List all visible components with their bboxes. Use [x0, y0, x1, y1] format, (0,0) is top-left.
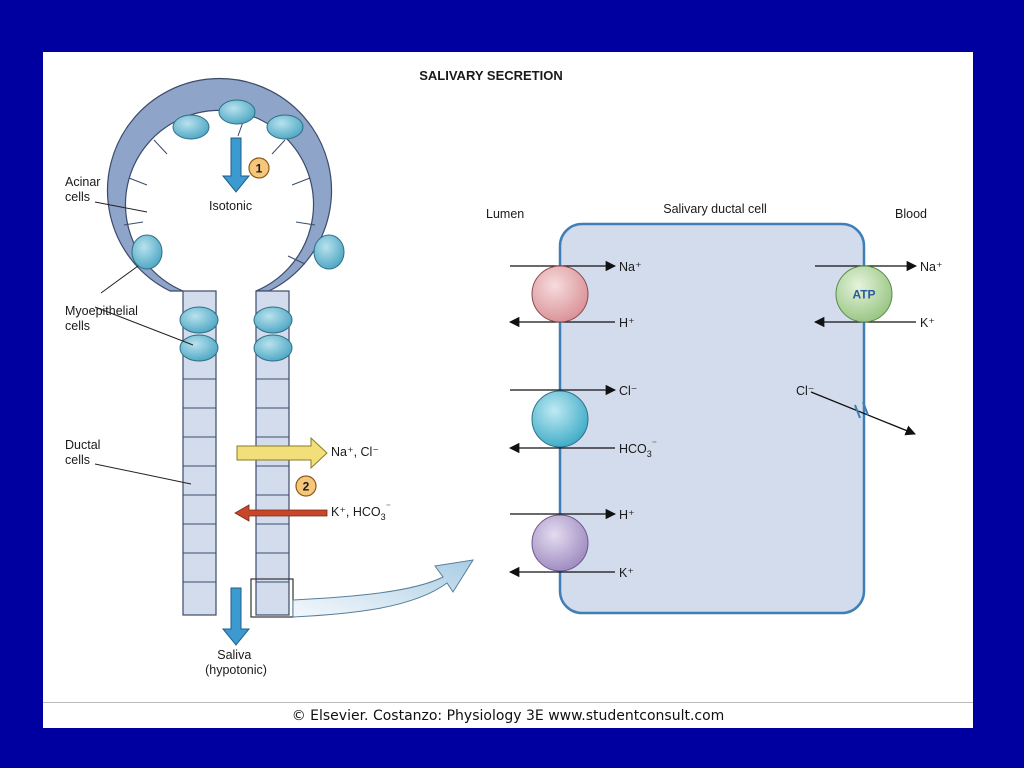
ductal-cell-label: Salivary ductal cell [663, 202, 767, 216]
copyright-credit: © Elsevier. Costanzo: Physiology 3E www.… [43, 702, 973, 729]
acinar-cells-label-line2: cells [65, 190, 90, 204]
slide-panel: SALIVARY SECRETION [43, 52, 973, 728]
k-hco3-label: K⁺, HCO3⁻ [331, 502, 391, 522]
ductal-cell-body [558, 222, 866, 615]
myoepithelial-cells-duct [179, 306, 293, 362]
acinar-cell-ring [106, 78, 333, 292]
k-hco3-secretion-arrow [234, 504, 328, 522]
myoepithelial-cells-acinar [131, 99, 345, 270]
h-in-label: H⁺ [619, 316, 635, 330]
k-blood-label: K⁺ [920, 316, 935, 330]
na-h-exchanger [531, 265, 589, 323]
cl-blood-label: Cl⁻ [796, 384, 814, 398]
transporter-cl-hco3: Cl⁻ HCO3⁻ [508, 384, 657, 459]
acinus [106, 78, 345, 292]
isotonic-arrow [221, 137, 251, 193]
magnify-sweep-arrow [292, 559, 475, 618]
atp-pump [835, 265, 893, 323]
myoepithelial-label-line1: Myoepithelial [65, 304, 138, 318]
myoepithelial-label-line2: cells [65, 319, 90, 333]
saliva-arrow [221, 587, 251, 646]
cl-out-label: Cl⁻ [619, 384, 637, 398]
duct [179, 290, 294, 618]
k-in-label: K⁺ [619, 566, 634, 580]
ductal-cells-label: Ductal cells [65, 438, 104, 467]
na-out-label: Na⁺ [619, 260, 642, 274]
atp-label: ATP [852, 288, 875, 302]
h-k-exchanger [531, 514, 589, 572]
na-cl-label: Na⁺, Cl⁻ [331, 445, 379, 459]
acinar-cells-label-line1: Acinar [65, 175, 100, 189]
saliva-label: Saliva (hypotonic) [205, 648, 267, 677]
myoepithelial-cells-label: Myoepithelial cells [65, 304, 141, 333]
salivary-secretion-diagram: SALIVARY SECRETION [65, 68, 943, 677]
na-blood-label: Na⁺ [920, 260, 943, 274]
h-out-label: H⁺ [619, 508, 635, 522]
na-cl-absorption-arrow [236, 436, 328, 470]
na-k-atpase: ATP Na⁺ K⁺ [813, 260, 943, 330]
step-2-number: 2 [303, 480, 310, 494]
cl-hco3-exchanger [531, 390, 589, 448]
transporter-h-k: H⁺ K⁺ [508, 508, 635, 580]
cl-channel: Cl⁻ [796, 384, 916, 436]
step-2-badge [295, 475, 317, 497]
acinar-cells-label: Acinar cells [65, 175, 104, 204]
magnified-region-box [250, 578, 294, 618]
saliva-label-line1: Saliva [217, 648, 251, 662]
transporter-na-h: Na⁺ H⁺ [508, 260, 642, 330]
step-1-badge [248, 157, 270, 179]
ductal-label-line2: cells [65, 453, 90, 467]
saliva-label-line2: (hypotonic) [205, 663, 267, 677]
lumen-label: Lumen [486, 207, 524, 221]
ductal-label-line1: Ductal [65, 438, 100, 452]
step-1-number: 1 [256, 162, 263, 176]
figure-title: SALIVARY SECRETION [419, 68, 563, 83]
hco3-in-label: HCO3⁻ [619, 439, 657, 459]
isotonic-label: Isotonic [209, 199, 252, 213]
blood-label: Blood [895, 207, 927, 221]
